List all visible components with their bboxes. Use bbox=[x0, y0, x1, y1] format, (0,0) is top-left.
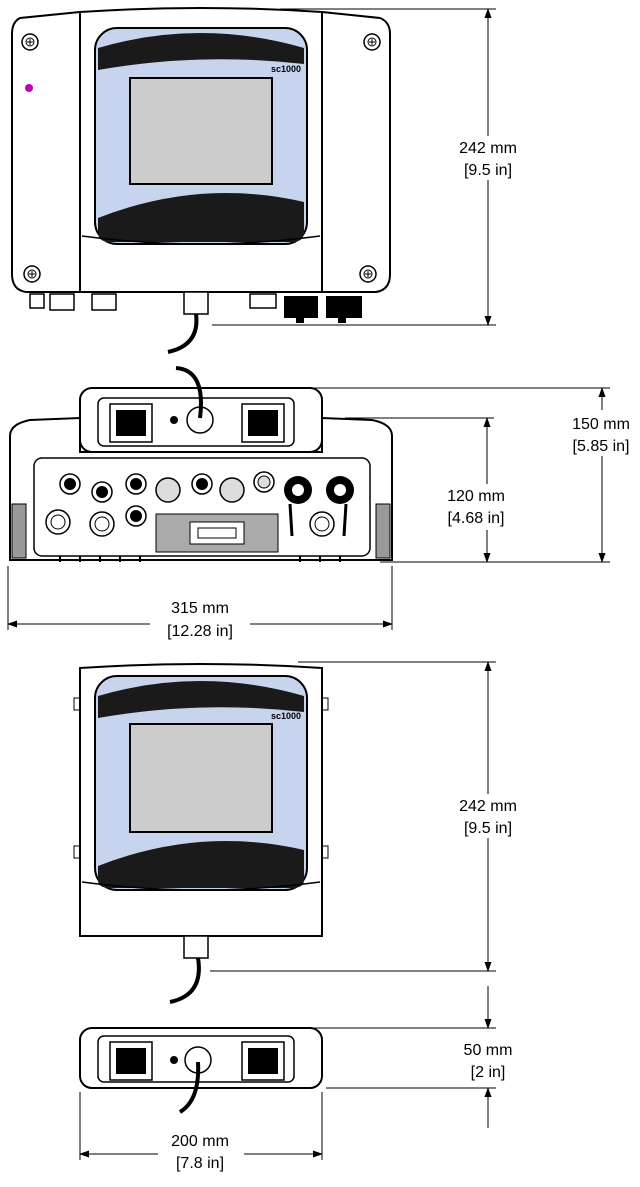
display-module-bottom-view bbox=[79, 1027, 323, 1114]
display-cable bbox=[169, 957, 201, 1004]
bezel-line bbox=[81, 235, 321, 245]
left-side-panel bbox=[11, 10, 81, 293]
display-cable bbox=[178, 1061, 201, 1114]
module-depth-in-label: [2 in] bbox=[471, 1064, 506, 1081]
screen-top-band bbox=[98, 681, 304, 718]
module-width-in-label: [7.8 in] bbox=[176, 1155, 224, 1172]
cable-gland-icon bbox=[91, 293, 117, 311]
cable-gland-icon bbox=[249, 293, 277, 309]
bottom-total-depth-mm-label: 150 mm bbox=[572, 416, 630, 433]
connector-icon bbox=[326, 296, 362, 318]
cable-gland-icon bbox=[183, 935, 209, 959]
bottom-body-depth-mm-label: 120 mm bbox=[447, 488, 505, 505]
screw-icon bbox=[23, 265, 41, 283]
front-height-mm-label: 242 mm bbox=[459, 140, 517, 157]
bottom-body-depth-in-label: [4.68 in] bbox=[448, 510, 505, 527]
controller-front-view: sc1000 bbox=[11, 7, 391, 354]
display-cable bbox=[167, 313, 199, 354]
connector-icon bbox=[284, 296, 318, 318]
screw-icon bbox=[363, 33, 381, 51]
bottom-total-depth-in-label: [5.85 in] bbox=[573, 438, 630, 455]
cable-gland-icon bbox=[183, 291, 209, 315]
brand-label-front: sc1000 bbox=[271, 64, 301, 74]
screw-icon bbox=[359, 265, 377, 283]
full-width-in-label: [12.28 in] bbox=[167, 623, 233, 640]
port-panel bbox=[33, 457, 371, 557]
module-height-in-label: [9.5 in] bbox=[464, 820, 512, 837]
display-area bbox=[129, 723, 273, 833]
module-width-mm-label: 200 mm bbox=[171, 1133, 229, 1150]
cable-gland-icon bbox=[49, 293, 75, 311]
display-cable bbox=[175, 366, 203, 419]
display-area bbox=[129, 77, 273, 185]
screen-top-band bbox=[98, 33, 304, 70]
cable-gland-icon bbox=[29, 293, 45, 309]
bezel-line bbox=[81, 881, 321, 891]
screen-bottom-band bbox=[98, 841, 304, 888]
controller-bottom-view bbox=[9, 366, 393, 562]
full-width-mm-label: 315 mm bbox=[171, 600, 229, 617]
front-height-in-label: [9.5 in] bbox=[464, 162, 512, 179]
screw-icon bbox=[21, 33, 39, 51]
module-height-mm-label: 242 mm bbox=[459, 798, 517, 815]
module-depth-mm-label: 50 mm bbox=[464, 1042, 513, 1059]
display-module-front-view: sc1000 bbox=[73, 663, 329, 1004]
screen-bottom-band bbox=[98, 193, 304, 242]
status-indicator bbox=[25, 84, 33, 92]
right-side-panel bbox=[321, 10, 391, 293]
brand-label-module: sc1000 bbox=[271, 711, 301, 721]
dimension-lines bbox=[7, 7, 610, 1160]
